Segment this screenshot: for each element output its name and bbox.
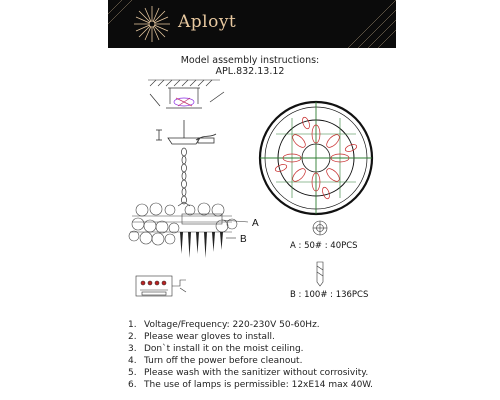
assembly-diagram: A B	[128, 79, 374, 297]
instructions-list: 1.Voltage/Frequency: 220-230V 50-60Hz. 2…	[128, 319, 373, 391]
top-view	[258, 100, 374, 216]
instruction-item: 2.Please wear gloves to install.	[128, 332, 275, 342]
round-crystal-icon	[312, 220, 328, 236]
instruction-item: 3.Don`t install it on the moist ceiling.	[128, 344, 304, 354]
document-title: Model assembly instructions:	[180, 55, 320, 66]
brand-banner: Aployt	[108, 0, 396, 48]
label-a: A	[252, 218, 259, 229]
top-view-bulbs	[274, 116, 358, 200]
pendant-drops	[180, 232, 223, 258]
model-number: APL.832.13.12	[215, 66, 285, 77]
instruction-item: 4.Turn off the power before cleanout.	[128, 356, 303, 366]
prism-crystal-icon	[316, 261, 324, 287]
part-a-label: A : 50# : 40PCS	[290, 241, 358, 251]
ceiling-hatch	[148, 79, 220, 87]
chain	[177, 147, 191, 207]
ceiling-mount	[149, 87, 225, 109]
instruction-item: 5.Please wash with the sanitizer without…	[128, 368, 369, 378]
part-b-label: B : 100# : 136PCS	[290, 290, 369, 300]
instruction-item: 1.Voltage/Frequency: 220-230V 50-60Hz.	[128, 320, 320, 330]
canopy	[156, 120, 217, 145]
crystal-tiers	[128, 202, 238, 246]
sunburst-icon	[108, 0, 396, 48]
wiring-detail	[135, 275, 187, 297]
brand-name: Aployt	[178, 12, 237, 32]
instruction-item: 6.The use of lamps is permissible: 12xE1…	[128, 380, 374, 390]
label-b: B	[240, 234, 247, 245]
